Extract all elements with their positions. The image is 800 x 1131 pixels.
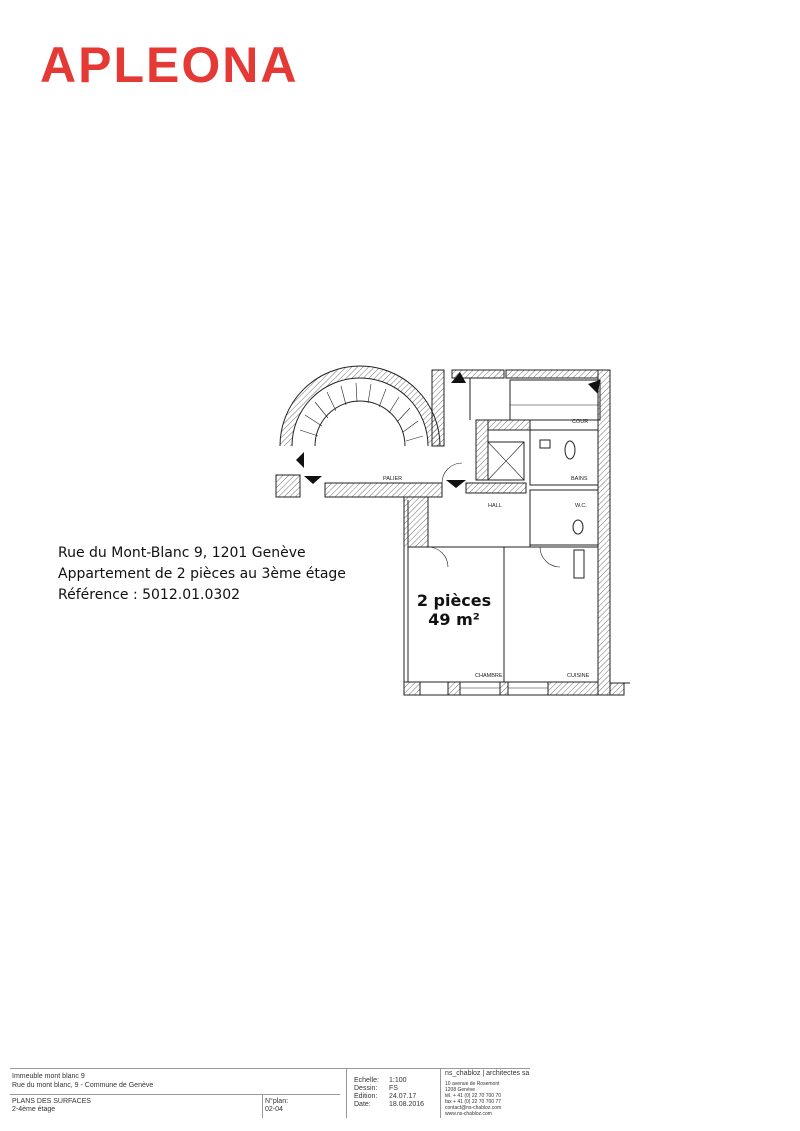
listing-address: Rue du Mont-Blanc 9, 1201 Genève bbox=[58, 545, 306, 561]
tb-plan-type: PLANS DES SURFACES bbox=[12, 1098, 91, 1105]
tb-date: 18.08.2016 bbox=[389, 1101, 425, 1108]
tb-firm-line: contact@ns-chabloz.com bbox=[445, 1105, 502, 1111]
title-block-divider bbox=[262, 1094, 263, 1118]
tb-firm: ns_chabloz | architectes sa bbox=[445, 1070, 530, 1077]
title-block-top-rule bbox=[10, 1068, 530, 1069]
label-cour: COUR bbox=[572, 419, 589, 425]
listing-reference: Référence : 5012.01.0302 bbox=[58, 587, 241, 603]
floor-plan bbox=[275, 365, 630, 696]
tb-drawing: FS bbox=[389, 1085, 398, 1092]
tb-drawing-label: Dessin: bbox=[354, 1085, 378, 1092]
listing-description: Appartement de 2 pièces au 3ème étage bbox=[58, 566, 346, 582]
rooms-count: 2 pièces bbox=[416, 591, 492, 610]
tb-scale-label: Echelle: bbox=[354, 1077, 379, 1084]
tb-floor: 2-4ème étage bbox=[12, 1106, 56, 1113]
tb-building: Immeuble mont blanc 9 bbox=[12, 1073, 85, 1080]
tb-plan-no: 02-04 bbox=[265, 1106, 283, 1113]
tb-address: Rue du mont blanc, 9 - Commune de Genève bbox=[12, 1082, 154, 1089]
apleona-logo: APLEONA bbox=[40, 37, 299, 93]
area-size: 49 m² bbox=[428, 610, 480, 629]
label-bains: BAINS bbox=[571, 476, 588, 482]
tb-date-label: Date: bbox=[354, 1101, 371, 1108]
label-wc: W.C. bbox=[575, 503, 587, 509]
tb-firm-line: www.ns-chabloz.com bbox=[445, 1111, 492, 1117]
label-palier: PALIER bbox=[383, 476, 403, 482]
label-chambre: CHAMBRE bbox=[475, 673, 503, 679]
tb-edition-label: Edition: bbox=[354, 1093, 378, 1100]
title-block-divider-3 bbox=[440, 1068, 441, 1118]
listing-info: Rue du Mont-Blanc 9, 1201 Genève Apparte… bbox=[58, 543, 346, 606]
tb-firm-line: 1208 Genève bbox=[445, 1087, 476, 1093]
label-cuisine: CUISINE bbox=[567, 673, 590, 679]
tb-scale: 1:100 bbox=[389, 1077, 407, 1084]
tb-firm-line: 10 avenue de Rosemont bbox=[445, 1081, 500, 1087]
tb-plan-no-label: N°plan: bbox=[265, 1098, 289, 1105]
room-summary: 2 pièces 49 m² bbox=[404, 591, 504, 629]
tb-firm-line: tél. + 41 (0) 22 70 700 70 bbox=[445, 1093, 502, 1099]
title-block-mid-rule bbox=[10, 1094, 340, 1095]
title-block-divider-2 bbox=[346, 1068, 347, 1118]
tb-edition: 24.07.17 bbox=[389, 1093, 417, 1100]
label-hall: HALL bbox=[488, 503, 502, 509]
tb-firm-line: fax + 41 (0) 22 70 700 77 bbox=[445, 1099, 502, 1105]
